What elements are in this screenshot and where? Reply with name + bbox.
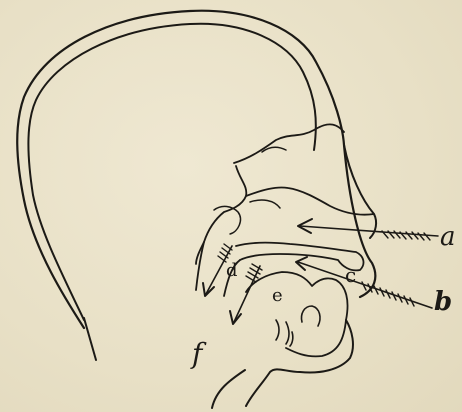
lower-jaw-mark-2 [286,322,289,344]
tongue-front [301,306,320,326]
label-e: e [272,287,283,305]
neck-back-line [84,318,96,360]
chin-outline [246,320,353,406]
label-a: a [440,224,456,250]
nasal-bone-block [196,166,246,264]
tongue-outline [246,272,348,356]
neck-front-line [212,370,245,408]
nasal-cavity-roof [246,187,374,214]
label-b: b [434,289,452,315]
arrow-e-shaft [234,266,260,322]
lower-jaw-mark-3 [290,332,293,346]
lower-jaw-mark [276,320,279,340]
label-f: f [192,340,202,368]
arrow-a-shaft [300,226,438,236]
nasal-septum-inner-2 [250,200,280,208]
arrow-b-fletching [362,282,414,306]
label-c: c [345,265,356,285]
label-d: d [226,262,238,280]
cranial-base-line [234,124,344,163]
skull-inner-outline [28,24,315,320]
